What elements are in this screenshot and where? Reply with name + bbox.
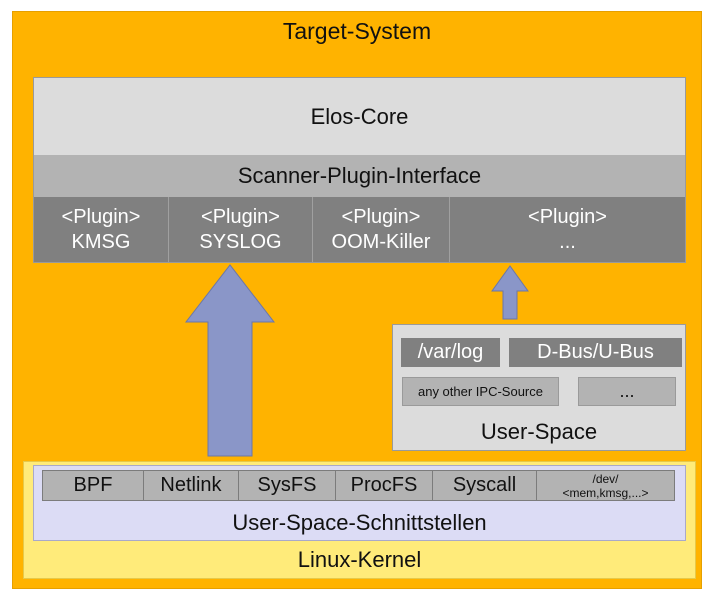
interface-sysfs: SysFS [239,471,336,500]
interface-procfs: ProcFS [336,471,433,500]
userspace-to-plugin-arrow [491,265,529,320]
plugin-tag: <Plugin> [201,205,280,228]
ipc-source: any other IPC-Source [402,377,559,406]
plugin-tag: <Plugin> [528,205,607,228]
user-space-label: User-Space [480,419,598,444]
plugin-name: SYSLOG [199,230,282,253]
interface-bpf: BPF [43,471,144,500]
elos-core-label: Elos-Core [34,78,685,155]
dbus-ubus-source: D-Bus/U-Bus [509,338,682,367]
interface-dev: /dev/ <mem,kmsg,...> [537,471,674,500]
plugin-name: ... [559,230,576,253]
var-log-source: /var/log [401,338,500,367]
interface-netlink: Netlink [144,471,239,500]
plugin-more: <Plugin> ... [450,197,685,262]
plugin-row: <Plugin> KMSG <Plugin> SYSLOG <Plugin> O… [34,197,685,262]
plugin-syslog: <Plugin> SYSLOG [169,197,313,262]
plugin-oom-killer: <Plugin> OOM-Killer [313,197,450,262]
target-system-title: Target-System [282,17,432,44]
plugin-name: KMSG [71,230,131,253]
interface-row: BPF Netlink SysFS ProcFS Syscall /dev/ <… [42,470,675,501]
more-sources: ... [578,377,676,406]
user-space-interfaces-label: User-Space-Schnittstellen [232,510,487,535]
plugin-kmsg: <Plugin> KMSG [34,197,169,262]
plugin-name: OOM-Killer [331,230,431,253]
plugin-tag: <Plugin> [61,205,141,228]
scanner-plugin-interface: Scanner-Plugin-Interface [34,155,685,197]
interface-syscall: Syscall [433,471,537,500]
plugin-tag: <Plugin> [341,205,421,228]
kernel-to-core-arrow [184,264,276,457]
dev-devices: <mem,kmsg,...> [562,485,649,500]
linux-kernel-label: Linux-Kernel [297,547,422,572]
dev-path: /dev/ [592,471,619,486]
